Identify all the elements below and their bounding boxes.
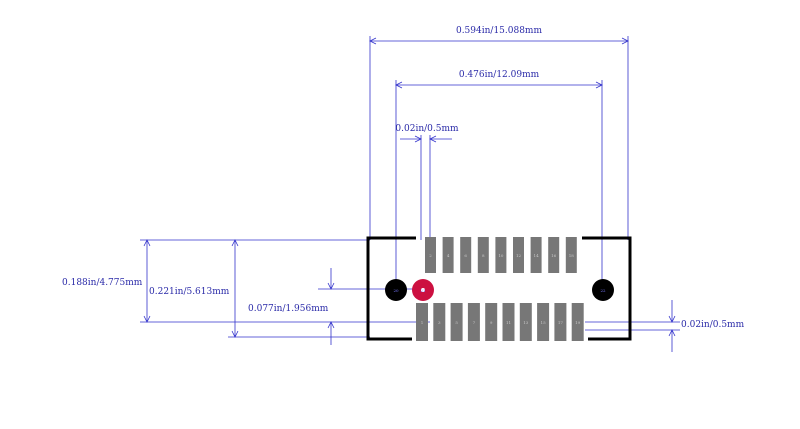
bottom-row-pad xyxy=(554,303,567,341)
height-total-label: 0.221in/5.613mm xyxy=(149,287,230,297)
height-total-arrow-top xyxy=(231,239,239,247)
hole-spacing-arrow-left xyxy=(395,81,403,89)
outline-left xyxy=(366,236,416,341)
height-total-arrow-bottom xyxy=(231,330,239,338)
bottom-row-pad xyxy=(433,303,446,341)
top-row-pad xyxy=(460,237,472,273)
bottom-row-pad-label: 5 xyxy=(455,320,458,325)
hole-right-label: 22 xyxy=(600,288,606,293)
bottom-row-pad xyxy=(450,303,463,341)
bottom-row-pad xyxy=(416,303,428,341)
bottom-row-pad-label: 9 xyxy=(490,320,493,325)
height-outer-arrow-top xyxy=(143,239,151,247)
top-row-pad xyxy=(477,237,489,273)
bottom-row-pad xyxy=(467,303,480,341)
bottom-row-pad xyxy=(537,303,550,341)
overall-width-arrow-right xyxy=(621,37,629,45)
height-outer-label: 0.188in/4.775mm xyxy=(62,278,143,288)
top-row-pad xyxy=(442,237,454,273)
overall-width-label: 0.594in/15.088mm xyxy=(456,26,542,36)
row-offset-arrow-bottom xyxy=(327,321,335,329)
top-row-pad-label: 12 xyxy=(516,253,522,258)
pitch-arrow-left xyxy=(414,135,422,143)
top-row-pad xyxy=(565,237,577,273)
hole-left-label: 20 xyxy=(393,288,399,293)
top-row-pad xyxy=(530,237,542,273)
height-outer-arrow-bottom xyxy=(143,315,151,323)
top-row-pad-label: 14 xyxy=(534,253,540,258)
bottom-row-pad xyxy=(571,303,584,341)
row-offset-arrow-top xyxy=(327,282,335,290)
overall-width-arrow-left xyxy=(369,37,377,45)
bottom-row-pad xyxy=(485,303,498,341)
top-row-pad-label: 10 xyxy=(498,253,504,258)
top-row-pad-label: 16 xyxy=(551,253,557,258)
holes: 20 21 22 xyxy=(385,279,614,301)
top-row-pad-label: 6 xyxy=(464,253,467,258)
bottom-row-pad-label: 17 xyxy=(558,320,564,325)
hole-right xyxy=(592,279,614,301)
top-row-pad-label: 4 xyxy=(447,253,450,258)
bottom-row-pad-label: 3 xyxy=(438,320,441,325)
bottom-row-pad-label: 15 xyxy=(541,320,547,325)
top-row-pads: 2 4 6 8 10 12 14 16 18 xyxy=(425,237,577,273)
bottom-row-pad xyxy=(519,303,532,341)
bottom-row-pad-label: 13 xyxy=(523,320,529,325)
bottom-row-pad-label: 1 xyxy=(421,320,424,325)
top-row-pad xyxy=(548,237,560,273)
pad-width-label: 0.02in/0.5mm xyxy=(681,320,745,330)
outline-right xyxy=(582,236,632,341)
hole-spacing-label: 0.476in/12.09mm xyxy=(459,70,540,80)
top-row-pad-label: 18 xyxy=(569,253,575,258)
component-outline xyxy=(366,236,632,341)
top-row-pad xyxy=(513,237,524,273)
bottom-row-pad-label: 11 xyxy=(506,320,511,325)
pad-width-arrow-top xyxy=(668,315,676,323)
top-row-pad xyxy=(425,237,436,273)
top-row-pad-label: 8 xyxy=(482,253,485,258)
hole-center-drill xyxy=(421,288,425,292)
dimension-lines xyxy=(140,36,680,352)
bottom-row-pad-label: 19 xyxy=(575,320,581,325)
pitch-arrow-right xyxy=(429,135,437,143)
hole-spacing-arrow-right xyxy=(595,81,603,89)
row-offset-label: 0.077in/1.956mm xyxy=(248,304,329,314)
dimension-labels: 0.594in/15.088mm 0.476in/12.09mm 0.02in/… xyxy=(62,26,745,330)
top-row-pad-label: 2 xyxy=(429,253,432,258)
pad-width-arrow-bottom xyxy=(668,329,676,337)
bottom-row-pad-label: 7 xyxy=(473,320,476,325)
top-row-pad xyxy=(495,237,507,273)
bottom-row-pad xyxy=(502,303,515,341)
hole-left xyxy=(385,279,407,301)
pitch-label: 0.02in/0.5mm xyxy=(395,124,459,134)
hole-center-label: 21 xyxy=(420,288,425,293)
